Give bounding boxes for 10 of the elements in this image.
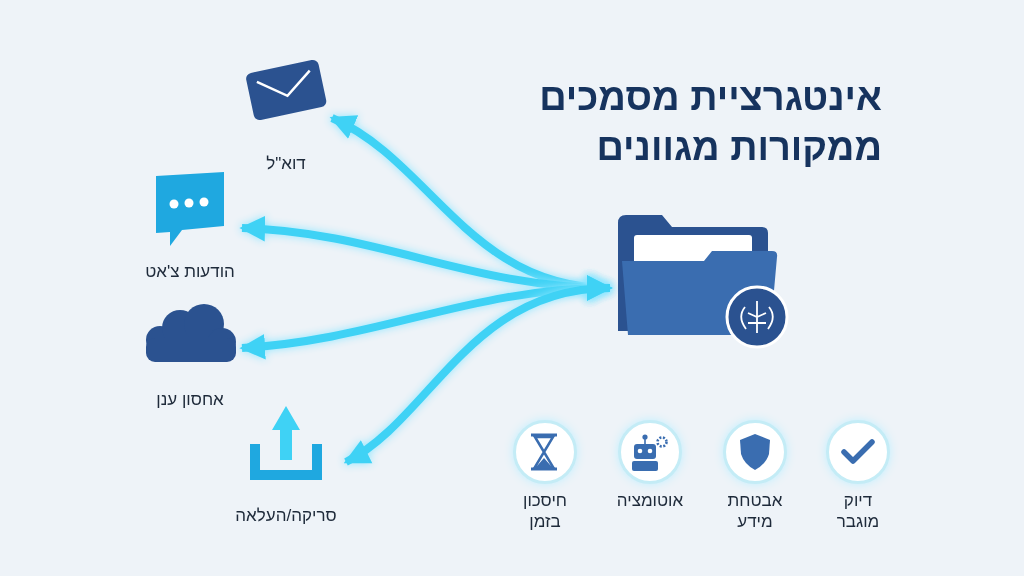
feature-label: אוטומציה — [616, 490, 684, 511]
arrow — [343, 277, 613, 466]
feature-label: דיוק מוגבר — [835, 490, 881, 532]
title: אינטגרציית מסמכים ממקורות מגוונים — [538, 75, 882, 170]
icon-label: דוא"ל — [265, 153, 307, 174]
icon-label: הודעות צ'אט — [144, 261, 236, 282]
feature-label: חיסכון בזמן — [522, 490, 568, 532]
feature-label: אבטחת מידע — [726, 490, 784, 532]
icon-label: אחסון ענן — [155, 389, 225, 410]
icon-label: סריקה/העלאה — [234, 505, 338, 526]
